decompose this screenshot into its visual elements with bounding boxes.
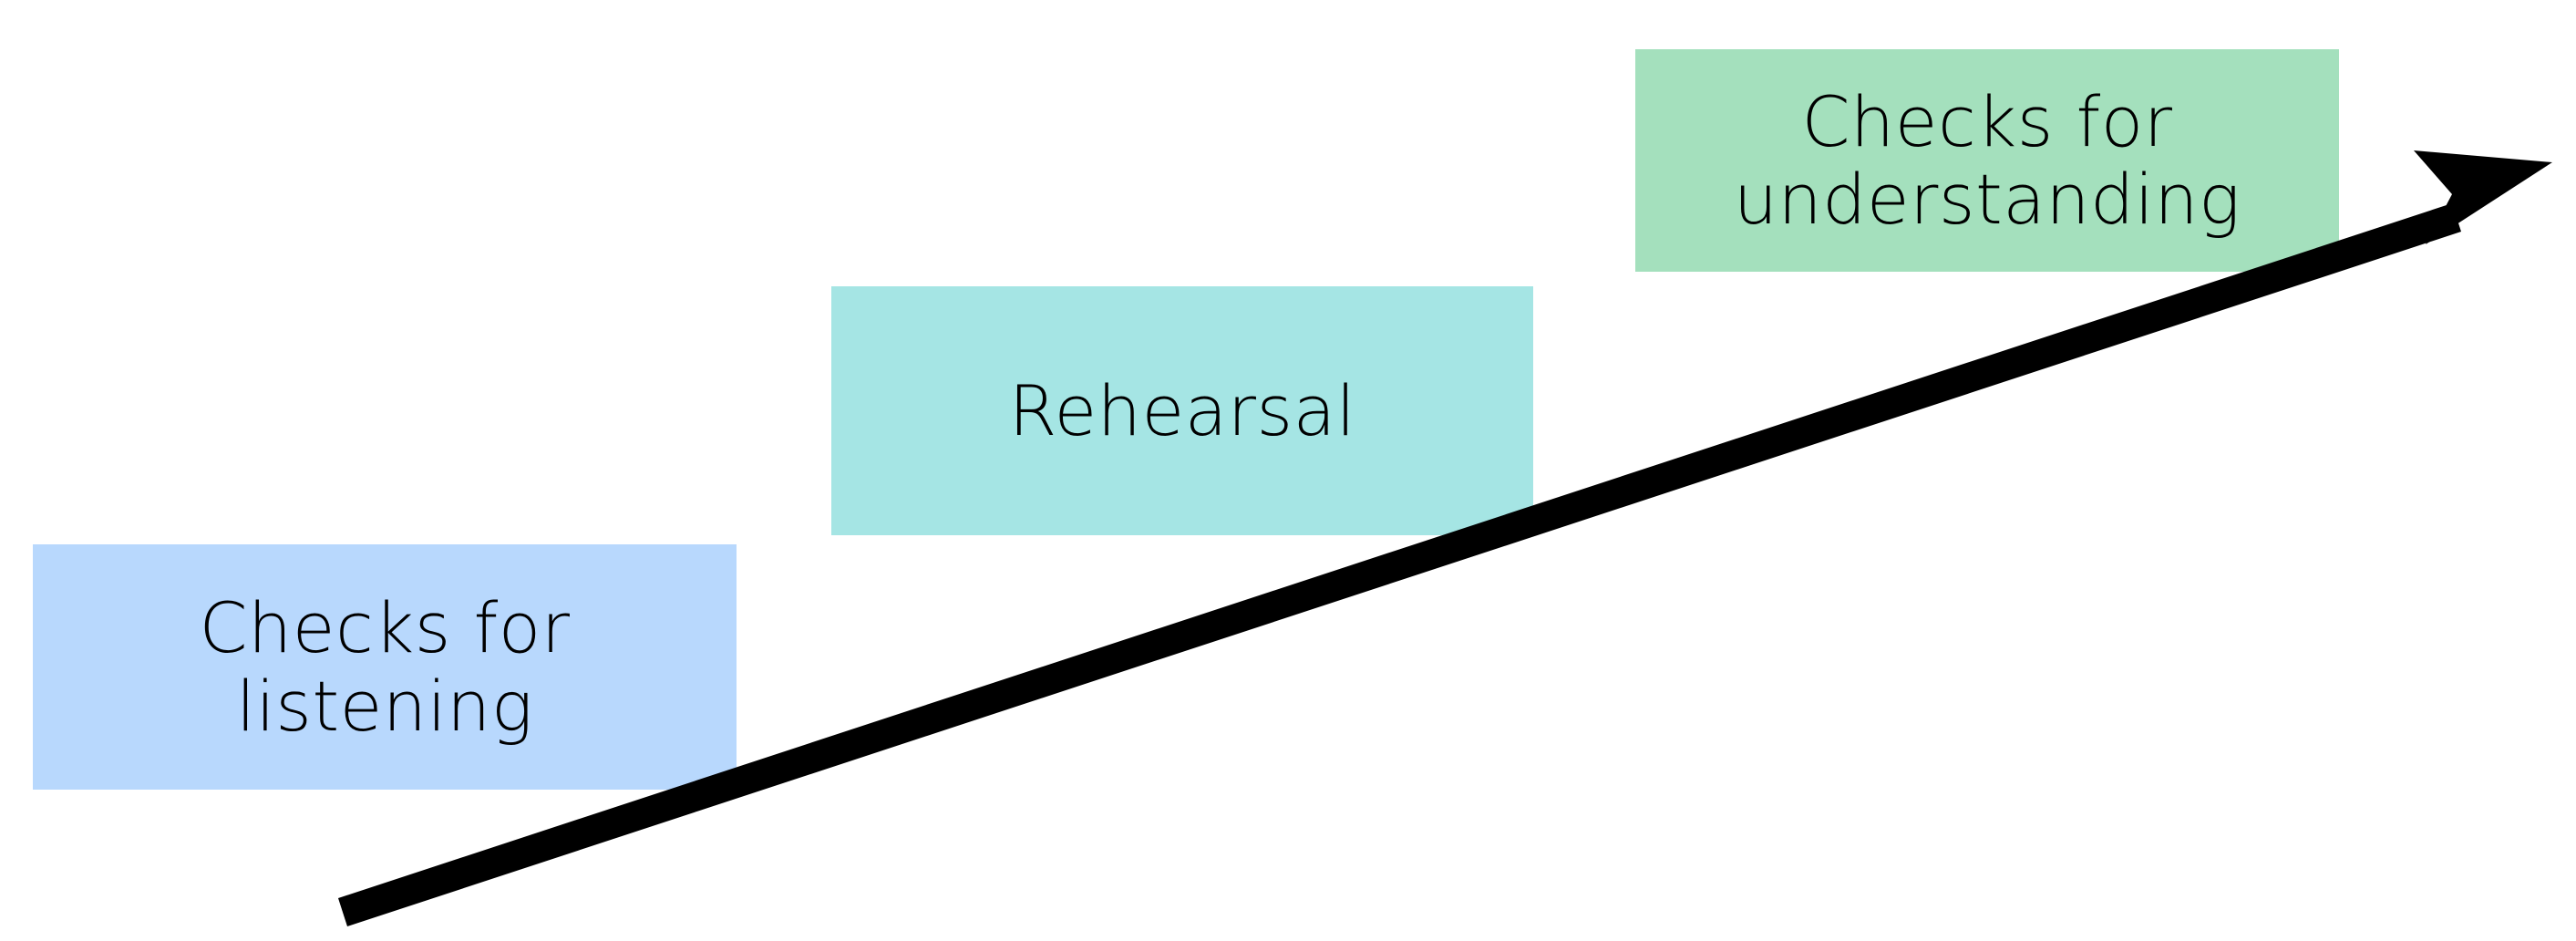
stage-label-checks-for-listening: Checks for listening bbox=[199, 587, 571, 747]
stage-box-checks-for-understanding[interactable]: Checks for understanding bbox=[1635, 49, 2339, 272]
stage-box-checks-for-listening[interactable]: Checks for listening bbox=[33, 544, 737, 790]
stage-label-rehearsal: Rehearsal bbox=[1008, 369, 1356, 451]
stage-box-rehearsal[interactable]: Rehearsal bbox=[831, 286, 1533, 535]
arrow-shaft-path bbox=[338, 203, 2461, 926]
stage-label-checks-for-understanding: Checks for understanding bbox=[1733, 80, 2241, 240]
arrow-head-path bbox=[2414, 150, 2552, 244]
